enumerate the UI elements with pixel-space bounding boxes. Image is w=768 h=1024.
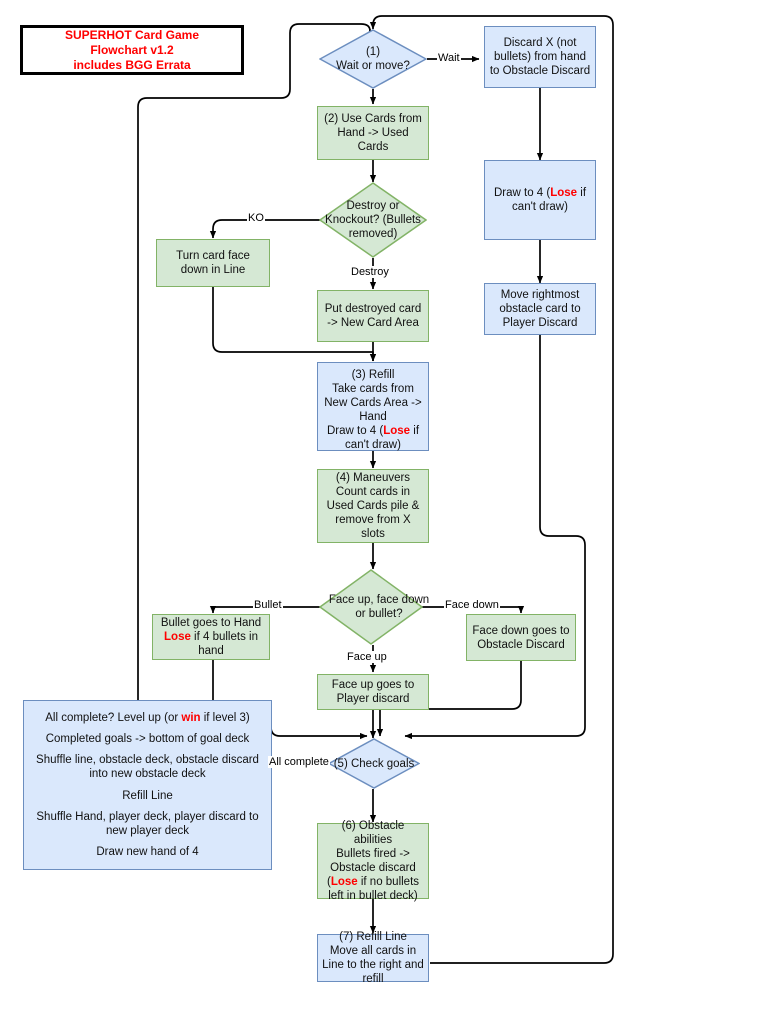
node-move-rightmost-obstacle-label: Move rightmost obstacle card to Player D…	[499, 289, 581, 329]
edge-label-ko: KO	[247, 212, 265, 224]
refill-3-lose: Lose	[383, 425, 411, 437]
node-turn-card-face-down-label: Turn card face down in Line	[176, 250, 250, 276]
node-destroy-or-knockout[interactable]: Destroy or Knockout? (Bullets removed)	[319, 182, 427, 258]
node-7-line-2: Move all cards in Line to the right and …	[322, 945, 424, 985]
node-6-pre: (	[326, 876, 331, 888]
node-refill-3-line-2: Take cards from New Cards Area -> Hand	[324, 383, 422, 423]
bullet-lose: Lose	[164, 631, 191, 643]
node-6-line-4: (Lose if no bullets left in bullet deck)	[322, 875, 424, 903]
node-use-cards-label: (2) Use Cards from Hand -> Used Cards	[324, 113, 422, 153]
levelup-win: win	[181, 711, 201, 724]
node-destroy-or-knockout-label: Destroy or Knockout? (Bullets removed)	[325, 200, 421, 240]
draw-to-4-pre: Draw to 4 (	[493, 187, 551, 199]
edge-label-face-up: Face up	[346, 651, 388, 663]
levelup-pre: All complete? Level up (or	[45, 711, 182, 724]
bullet-line-1: Bullet goes to Hand	[160, 617, 262, 629]
node-use-cards[interactable]: (2) Use Cards from Hand -> Used Cards	[317, 106, 429, 160]
draw-to-4-post: if can't draw)	[512, 187, 587, 213]
node-6-line-1: (6) Obstacle abilities	[341, 820, 405, 846]
levelup-line-3: Shuffle line, obstacle deck, obstacle di…	[36, 754, 259, 781]
diamond-shape	[319, 182, 427, 258]
title-line-3: includes BGG Errata	[73, 57, 191, 72]
node-6-line-2: Bullets fired ->	[336, 848, 410, 860]
node-maneuvers-4-label: (4) Maneuvers Count cards in Used Cards …	[326, 472, 420, 540]
node-refill-line-7[interactable]: (7) Refill Line Move all cards in Line t…	[317, 931, 429, 985]
levelup-line-2: Completed goals -> bottom of goal deck	[45, 732, 250, 745]
bullet-line-2: if 4 bullets in hand	[190, 631, 258, 657]
diamond-shape	[319, 569, 423, 645]
node-wait-or-move[interactable]: (1) Wait or move?	[319, 29, 427, 89]
node-refill-3-line-1: (3) Refill	[351, 369, 395, 381]
node-discard-x-label: Discard X (not bullets) from hand to Obs…	[489, 37, 591, 77]
levelup-post: if level 3)	[200, 711, 250, 724]
levelup-line-4: Refill Line	[122, 789, 173, 802]
node-check-goals-5[interactable]: (5) Check goals	[328, 738, 420, 789]
node-move-rightmost-obstacle[interactable]: Move rightmost obstacle card to Player D…	[484, 283, 596, 335]
wire-moverightmost-to-n5	[404, 335, 586, 740]
node-put-destroyed-card[interactable]: Put destroyed card -> New Card Area	[317, 290, 429, 342]
levelup-line-1: All complete? Level up (or win if level …	[45, 711, 250, 725]
node-face-up-goes-to-player-discard[interactable]: Face up goes to Player discard	[317, 674, 429, 710]
node-draw-to-4-label: Draw to 4 (Lose if can't draw)	[489, 186, 591, 214]
node-6-post: if no bullets left in bullet deck)	[328, 876, 420, 902]
node-faceup-facedown-bullet-label: Face up, face down or bullet?	[328, 594, 430, 620]
node-put-destroyed-card-label: Put destroyed card -> New Card Area	[324, 303, 422, 329]
node-face-down-goes-to-obstacle-discard[interactable]: Face down goes to Obstacle Discard	[466, 614, 576, 661]
node-refill-3[interactable]: (3) Refill Take cards from New Cards Are…	[317, 362, 429, 451]
node-obstacle-abilities-6[interactable]: (6) Obstacle abilities Bullets fired -> …	[317, 820, 429, 902]
title-line-1: SUPERHOT Card Game	[64, 27, 200, 42]
node-face-up-goes-label: Face up goes to Player discard	[331, 679, 415, 705]
diamond-shape	[319, 29, 427, 89]
edge-label-destroy: Destroy	[350, 266, 390, 278]
refill-3-pre: Draw to 4 (	[326, 425, 384, 437]
node-6-line-3: Obstacle discard	[330, 862, 416, 874]
wire-destroyko-ko	[209, 219, 325, 239]
diamond-shape	[328, 738, 420, 789]
edge-label-all-complete: All complete	[268, 756, 330, 768]
node-7-line-1: (7) Refill Line	[339, 931, 407, 943]
edge-label-wait: Wait	[437, 52, 461, 64]
title-card: SUPERHOT Card Game Flowchart v1.2 includ…	[20, 25, 244, 75]
node-6-lose: Lose	[330, 876, 358, 888]
levelup-line-5: Shuffle Hand, player deck, player discar…	[36, 810, 259, 837]
node-turn-card-face-down[interactable]: Turn card face down in Line	[156, 239, 270, 287]
title-line-2: Flowchart v1.2	[90, 42, 174, 57]
edge-label-bullet: Bullet	[253, 599, 283, 611]
refill-3-post: if can't draw)	[345, 425, 420, 451]
node-draw-to-4[interactable]: Draw to 4 (Lose if can't draw)	[484, 160, 596, 240]
node-face-down-goes-label: Face down goes to Obstacle Discard	[472, 624, 570, 651]
levelup-line-6: Draw new hand of 4	[96, 846, 199, 859]
draw-to-4-lose: Lose	[550, 187, 578, 199]
node-discard-x[interactable]: Discard X (not bullets) from hand to Obs…	[484, 26, 596, 88]
node-wait-or-move-label: (1) Wait or move?	[336, 46, 410, 72]
node-maneuvers-4[interactable]: (4) Maneuvers Count cards in Used Cards …	[317, 469, 429, 543]
edge-label-face-down: Face down	[444, 599, 500, 611]
node-check-goals-5-label: (5) Check goals	[333, 757, 415, 770]
node-refill-3-line-3: Draw to 4 (Lose if can't draw)	[322, 424, 424, 452]
node-level-up-summary[interactable]: All complete? Level up (or win if level …	[23, 700, 272, 870]
node-faceup-facedown-bullet[interactable]: Face up, face down or bullet?	[319, 569, 429, 645]
